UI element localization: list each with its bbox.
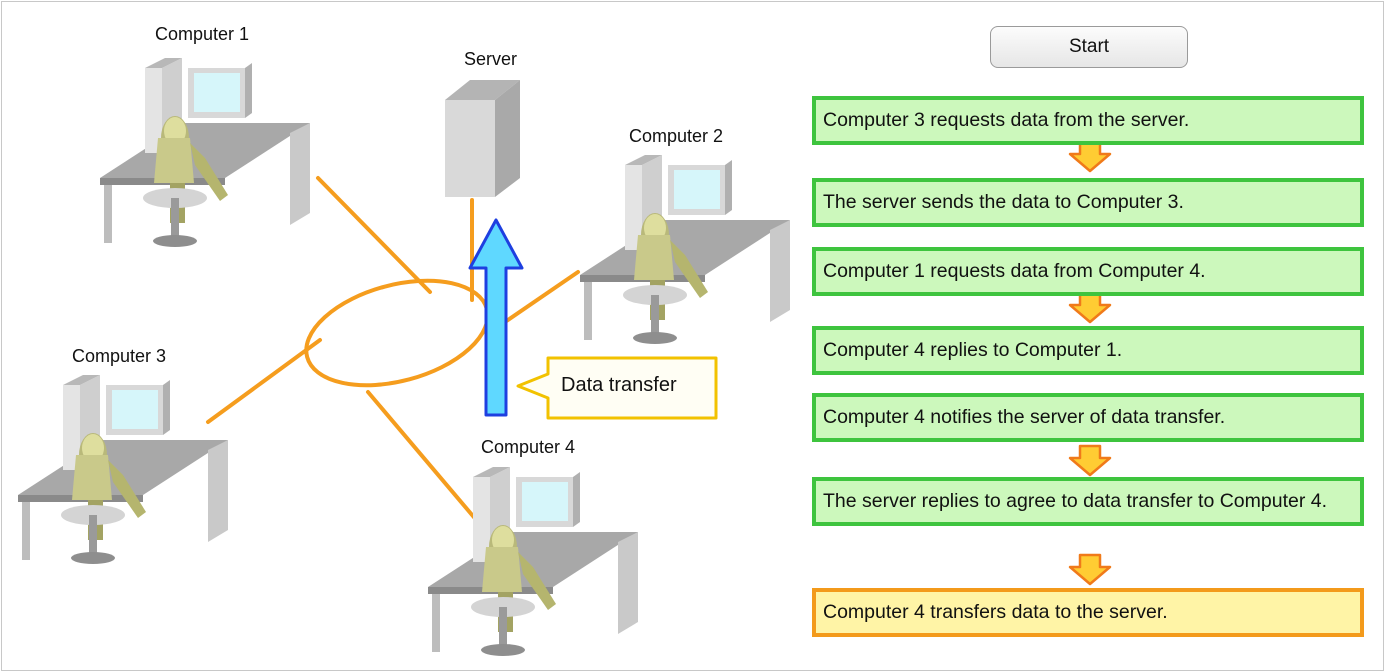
computer4-label: Computer 4 bbox=[481, 437, 576, 457]
down-arrow-icon bbox=[1068, 553, 1112, 586]
computer4-icon bbox=[428, 467, 638, 656]
step-2: The server sends the data to Computer 3. bbox=[812, 178, 1364, 227]
step-4: Computer 4 replies to Computer 1. bbox=[812, 326, 1364, 375]
down-arrow-icon bbox=[1068, 140, 1112, 173]
computer3-label: Computer 3 bbox=[72, 346, 167, 366]
computer1-label: Computer 1 bbox=[155, 24, 250, 44]
callout-text: Data transfer bbox=[561, 374, 677, 396]
server-icon bbox=[445, 80, 520, 197]
start-button[interactable]: Start bbox=[990, 26, 1188, 68]
link-computer1 bbox=[316, 176, 432, 294]
down-arrow-icon bbox=[1068, 444, 1112, 477]
callout-box bbox=[516, 356, 718, 420]
network-links bbox=[206, 176, 580, 524]
network-ring bbox=[304, 278, 490, 388]
step-6: The server replies to agree to data tran… bbox=[812, 477, 1364, 526]
step-7-active: Computer 4 transfers data to the server. bbox=[812, 588, 1364, 637]
computer2-icon bbox=[580, 155, 790, 344]
step-5: Computer 4 notifies the server of data t… bbox=[812, 393, 1364, 442]
link-computer4 bbox=[366, 390, 480, 524]
link-computer2 bbox=[503, 270, 580, 324]
computer1-icon bbox=[100, 58, 310, 247]
step-1: Computer 3 requests data from the server… bbox=[812, 96, 1364, 145]
computer2-label: Computer 2 bbox=[629, 126, 724, 146]
computer3-icon bbox=[18, 375, 228, 564]
server-label: Server bbox=[464, 49, 518, 69]
link-computer3 bbox=[206, 338, 322, 424]
transfer-arrow-icon bbox=[468, 218, 524, 417]
down-arrow-icon bbox=[1068, 291, 1112, 324]
step-3: Computer 1 requests data from Computer 4… bbox=[812, 247, 1364, 296]
